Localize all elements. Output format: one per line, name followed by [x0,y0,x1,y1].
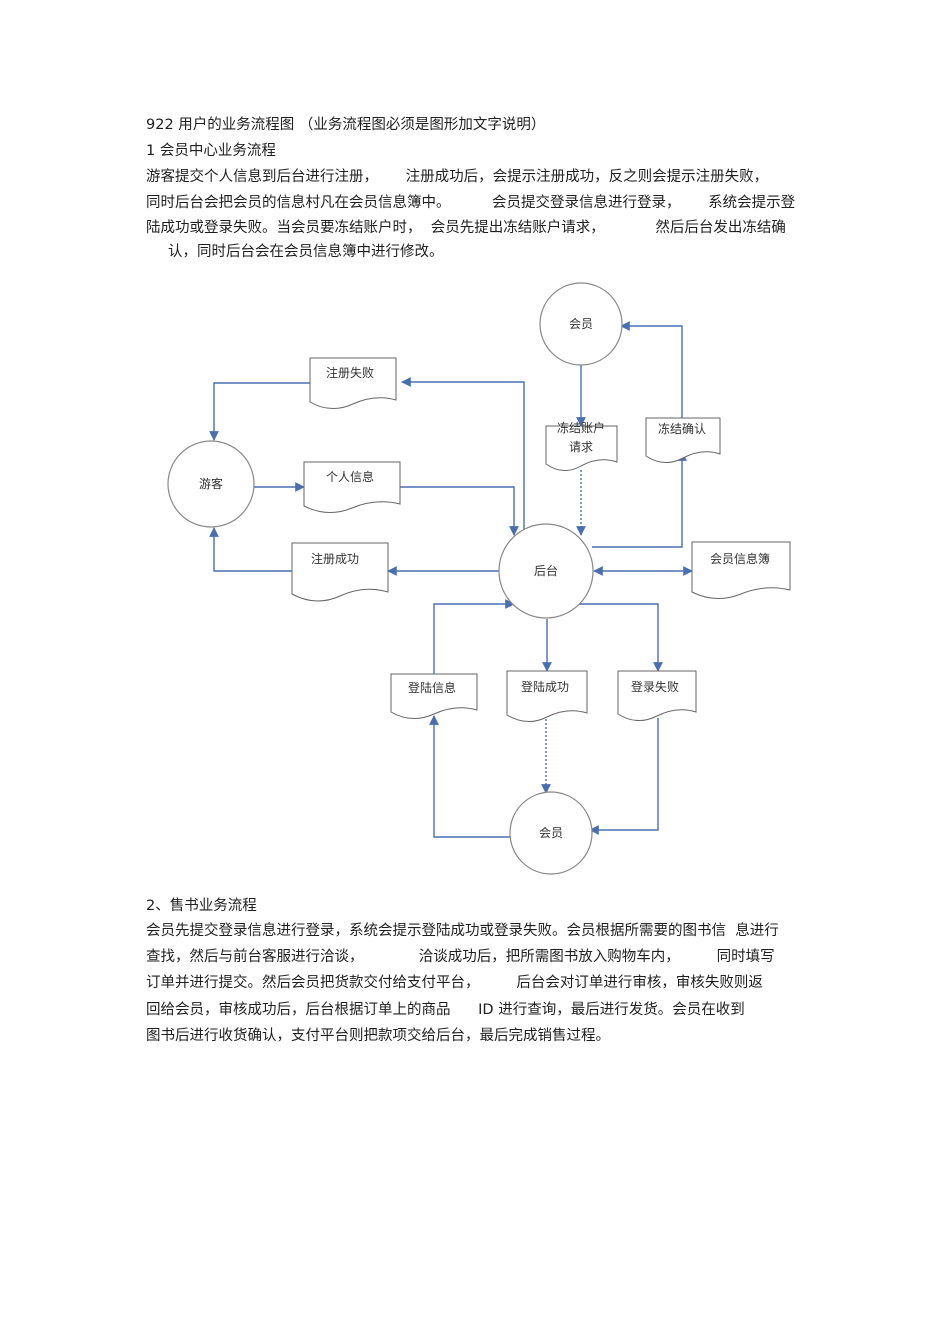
freeze-request-doc [545,425,618,471]
member-bottom-node [509,791,593,875]
section2-line-3: 订单并进行提交。然后会员把货款交付给支付平台， 后台会对订单进行审核，审核失败则… [146,975,763,991]
member-book-label: 会员信息簿 [710,551,770,566]
register-success-doc [291,542,389,602]
personal-info-doc [303,461,401,513]
member-bottom-label: 会员 [539,826,563,840]
login-success-label: 登陆成功 [521,679,569,694]
document-page: 922 用户的业务流程图 （业务流程图必须是图形加文字说明） 1 会员中心业务流… [8,22,937,1338]
arrow-personal-info-to-backend [400,486,519,536]
login-info-doc [390,673,478,719]
freeze-confirm-doc [645,417,721,463]
member-book-doc [691,541,791,599]
tourist-label: 游客 [199,476,223,491]
arrow-member-to-login-info [429,715,510,838]
section1-line-2: 同时后台会把会员的信息村凡在会员信息簿中。 会员提交登录信息进行登录， 系统会提… [146,195,796,211]
section2-line-5: 图书后进行收货确认，支付平台则把款项交给后台，最后完成销售过程。 [146,1028,610,1044]
arrow-login-fail-to-member [589,718,659,835]
login-success-doc [506,670,588,722]
section2-line-2: 查找，然后与前台客服进行洽谈， 洽谈成功后，把所需图书放入购物车内， 同时填写 [146,949,775,965]
arrow-register-fail-to-tourist [209,382,310,441]
section1-line-4: 认，同时后台会在会员信息簿中进行修改。 [168,244,444,260]
member-top-label: 会员 [569,317,593,331]
arrow-backend-to-freeze-confirm [592,451,687,548]
arrow-backend-to-register-fail [401,377,525,530]
login-fail-label: 登录失败 [631,679,679,694]
personal-info-label: 个人信息 [326,469,374,484]
freeze-request-label-2: 请求 [569,440,593,454]
document-heading: 922 用户的业务流程图 （业务流程图必须是图形加文字说明） [146,117,546,133]
section2-line-1: 会员先提交登录信息进行登录，系统会提示登陆成功或登录失败。会员根据所需要的图书信… [146,923,779,939]
section1-title: 1 会员中心业务流程 [146,143,276,159]
register-fail-doc [309,357,397,409]
tourist-node [167,440,255,528]
register-success-label: 注册成功 [311,551,359,566]
arrow-login-info-to-backend [433,599,515,674]
backend-node [498,523,594,619]
freeze-confirm-label: 冻结确认 [658,421,706,436]
login-info-label: 登陆信息 [408,680,456,695]
member-top-node [539,282,623,366]
section2-title: 2、售书业务流程 [146,898,257,914]
arrow-register-success-to-tourist [209,527,292,572]
member-center-flowchart: 会员 游客 后台 会员 注册失败 个人信息 注册成功 冻结账户 请求 冻结确认 … [167,282,791,875]
freeze-request-label-1: 冻结账户 [557,420,605,435]
arrow-backend-to-login-fail [570,603,663,672]
backend-label: 后台 [534,563,558,578]
login-fail-doc [617,670,697,721]
arrow-freeze-confirm-to-member [620,321,683,418]
section1-line-3: 陆成功或登录失败。当会员要冻结账户时， 会员先提出冻结账户请求， 然后后台发出冻… [146,220,786,236]
section1-line-1: 游客提交个人信息到后台进行注册， 注册成功后，会提示注册成功，反之则会提示注册失… [146,169,769,185]
register-fail-label: 注册失败 [326,365,374,380]
section2-line-4: 回给会员，审核成功后，后台根据订单上的商品 ID 进行查询，最后进行发货。会员在… [146,1002,745,1018]
